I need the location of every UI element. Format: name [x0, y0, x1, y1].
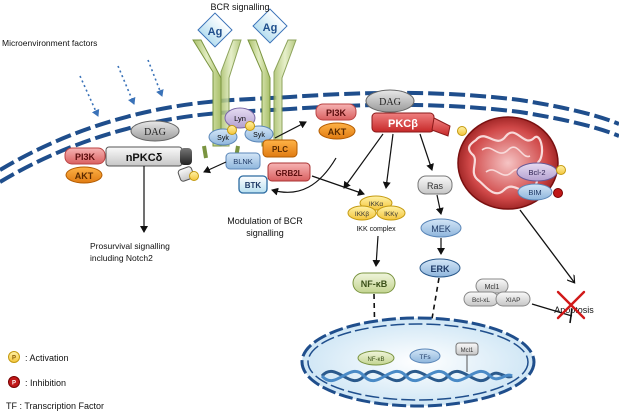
arrow-pkc-to-ikk [382, 133, 394, 189]
inhibition-badge [553, 188, 563, 198]
dna-helix [320, 369, 513, 383]
akt-center-node [318, 122, 356, 140]
xiap-node [495, 291, 531, 307]
legend-tf-label: TF : Transcription Factor [6, 401, 104, 411]
nucleus-tfs-label: TFs [419, 354, 431, 361]
mek-node [420, 218, 462, 238]
microenvironment-arrows [79, 59, 164, 117]
antigen-left-label: Ag [208, 26, 223, 38]
ras-node [417, 175, 453, 195]
pi3k-center-label: PI3K [326, 108, 347, 118]
npkc-tail [180, 148, 192, 165]
legend-activation-icon [8, 351, 20, 363]
antigen-right [252, 8, 288, 44]
ikkb-label: IKKβ [355, 211, 369, 218]
legend-inhibition-icon [8, 376, 20, 388]
nfkb-label: NF-κB [361, 279, 388, 289]
pkcb-label: PKCβ [388, 118, 418, 130]
plc-node [262, 139, 298, 158]
ikkg-node [376, 205, 406, 221]
bim-node [517, 183, 553, 201]
akt-center-label: AKT [328, 127, 347, 137]
grb2l-label: GRB2L [275, 169, 302, 178]
cross-icon [556, 290, 586, 320]
microenvironment-label: Microenvironment factors [2, 38, 97, 48]
arrow-ikk-to-nfkb [372, 235, 381, 267]
syk-right-label: Syk [253, 132, 265, 139]
modulation-label-2: signalling [246, 228, 284, 238]
bim-label: BIM [528, 188, 541, 197]
akt-left-node [65, 166, 103, 184]
pkcb-domain [431, 117, 451, 137]
activation-badge [189, 171, 199, 181]
btk-label: BTK [245, 181, 262, 190]
pi3k-center-node [315, 103, 357, 121]
bcl2-label: Bcl-2 [528, 168, 545, 177]
plc-label: PLC [272, 145, 288, 154]
arrow-ras-to-mek [435, 194, 444, 215]
arrow-to-npkc [203, 161, 227, 174]
syk-left-label: Syk [217, 135, 229, 142]
antigen-left [197, 12, 233, 48]
arrow-to-apoptosis [519, 209, 574, 282]
arrow-pkc-to-ras [419, 133, 434, 171]
lyn-label: Lyn [234, 114, 246, 123]
arrow-pkc-to-modulation [343, 133, 384, 189]
nucleus-mcl1-label: Mcl1 [461, 348, 474, 354]
erk-label: ERK [430, 264, 450, 274]
ikka-label: IKKα [369, 201, 383, 208]
blnk-label: BLNK [233, 157, 253, 166]
prosurvival-label-2: including Notch2 [90, 253, 153, 263]
pi3k-left-label: PI3K [75, 152, 96, 162]
erk-node [419, 258, 461, 278]
arrow-pkc-modulation [271, 157, 337, 196]
grb2l-node [267, 162, 311, 182]
xiap-label: XIAP [506, 297, 521, 304]
ras-label: Ras [427, 181, 444, 191]
mcl1-label: Mcl1 [485, 284, 500, 291]
inhibition-to-apoptosis [531, 303, 573, 317]
legend: P : Activation P : Inhibition TF : Trans… [6, 351, 104, 411]
legend-inhibition-label: : Inhibition [25, 378, 66, 388]
nfkb-node [352, 272, 396, 294]
bclxl-label: Bcl-xL [472, 297, 490, 304]
activation-badge [556, 165, 566, 175]
activation-badge [227, 121, 255, 135]
ikk-complex-label: IKK complex [356, 226, 396, 233]
activation-badge [457, 126, 467, 136]
dag-center-label: DAG [379, 97, 401, 108]
npkc-label: nPKCδ [126, 152, 163, 164]
nucleus-tfs-node [409, 348, 441, 364]
arrow-grb2l-to-ikk [311, 175, 365, 196]
pi3k-left-node [64, 147, 106, 165]
arrow-plc-to-pi3k [274, 121, 307, 139]
legend-activation-label: : Activation [25, 353, 69, 363]
dag-left-node [130, 120, 180, 142]
antigen-right-label: Ag [263, 22, 278, 34]
btk-node [238, 175, 268, 194]
akt-left-label: AKT [75, 171, 94, 181]
cell-membrane [0, 90, 619, 184]
ikkg-label: IKKγ [384, 211, 398, 218]
nucleus-nfkb-label: NF-κB [368, 357, 385, 363]
inhibition-bar [569, 308, 573, 324]
prosurvival-label: Prosurvival signalling [90, 241, 170, 251]
ikkb-node [347, 205, 377, 221]
modulation-label: Modulation of BCR [227, 216, 303, 226]
apoptosis-label: Apoptosis [554, 305, 594, 315]
bcr-signalling-title: BCR signalling [210, 2, 269, 12]
legend-activation-badge: P [12, 356, 16, 362]
mek-label: MEK [431, 224, 451, 234]
nucleus-nfkb-node [357, 350, 395, 366]
dag-left-label: DAG [144, 127, 166, 138]
blnk-node [225, 152, 261, 170]
legend-inhibition-badge: P [12, 381, 16, 387]
dag-center-node [365, 89, 415, 113]
